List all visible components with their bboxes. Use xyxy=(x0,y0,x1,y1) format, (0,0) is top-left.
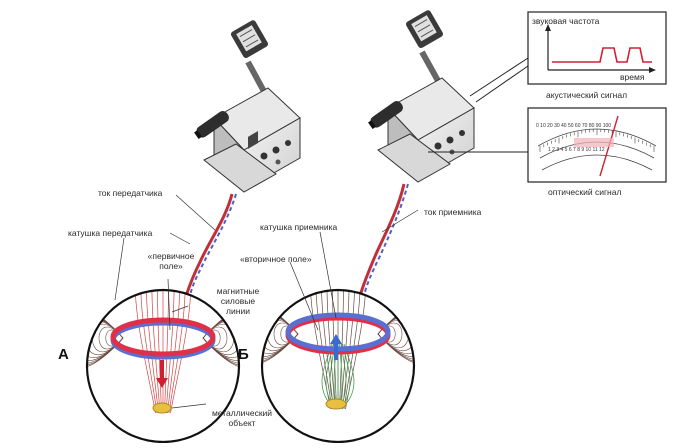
label-primary-field: «первичное поле» xyxy=(147,251,195,271)
field-line xyxy=(168,290,186,414)
label-secondary-field: «вторичное поле» xyxy=(240,254,312,264)
field-line xyxy=(377,317,414,351)
cable-a xyxy=(184,193,237,297)
label-sound-frequency: звуковая частота xyxy=(532,16,600,26)
label-optical-signal: оптический сигнал xyxy=(548,187,622,197)
field-line xyxy=(165,290,175,414)
field-line xyxy=(140,290,158,414)
metal-object-icon xyxy=(152,402,172,414)
field-line xyxy=(315,290,333,410)
field-view-a xyxy=(85,288,241,444)
pointer-acoustic-1 xyxy=(469,57,529,97)
panel-letter-b: Б xyxy=(238,346,249,363)
field-line xyxy=(87,321,124,355)
handle-grip-icon xyxy=(405,10,444,49)
label-transmitter-coil: катушка передатчика xyxy=(68,228,153,238)
cable-b xyxy=(358,183,409,297)
metal-object-icon xyxy=(325,398,347,410)
field-line xyxy=(343,290,361,410)
detector-device-b xyxy=(358,10,529,297)
field-line xyxy=(342,290,356,410)
field-line xyxy=(170,290,192,414)
field-line xyxy=(202,321,239,355)
field-line xyxy=(167,290,181,414)
field-line xyxy=(157,290,162,414)
field-line xyxy=(134,290,156,414)
detector-device-a xyxy=(184,20,301,297)
field-line xyxy=(326,290,336,410)
field-line xyxy=(151,290,161,414)
field-line xyxy=(339,290,344,410)
label-transmitter-current: ток передатчика xyxy=(98,188,163,198)
acoustic-signal-panel xyxy=(527,11,667,85)
field-line xyxy=(202,326,228,350)
pointer-acoustic-2 xyxy=(475,65,529,103)
label-receiver-current: ток приемника xyxy=(424,207,482,217)
detector-body-icon xyxy=(368,77,475,183)
svg-text:0 10 20 30 40 50 60 70 80 90 1: 0 10 20 30 40 50 60 70 80 90 100 xyxy=(536,123,611,129)
field-line xyxy=(164,290,169,414)
field-line xyxy=(377,322,403,346)
sound-graph-icon xyxy=(552,47,652,63)
field-line xyxy=(98,326,124,350)
field-line xyxy=(340,290,350,410)
field-line xyxy=(332,290,337,410)
svg-text:1 2 3 4 5 6 7 8 9 10 11 12: 1 2 3 4 5 6 7 8 9 10 11 12 xyxy=(548,147,605,153)
field-line xyxy=(320,290,334,410)
panel-letter-a: А xyxy=(58,346,69,363)
label-acoustic-signal: акустический сигнал xyxy=(546,90,628,100)
label-magnetic-lines: магнитные силовые линии xyxy=(216,286,260,316)
detector-body-icon xyxy=(194,87,301,193)
label-time: время xyxy=(620,72,645,82)
label-metal-object: металлический объект xyxy=(211,408,273,428)
field-line xyxy=(273,322,299,346)
handle-grip-icon xyxy=(230,20,269,59)
optical-signal-meter: 0 10 20 30 40 50 60 70 80 90 100 1 2 3 4… xyxy=(527,107,667,183)
leader-lines xyxy=(114,194,419,409)
field-line xyxy=(262,317,299,351)
label-receiver-coil: катушка приемника xyxy=(260,222,338,232)
field-line xyxy=(145,290,159,414)
